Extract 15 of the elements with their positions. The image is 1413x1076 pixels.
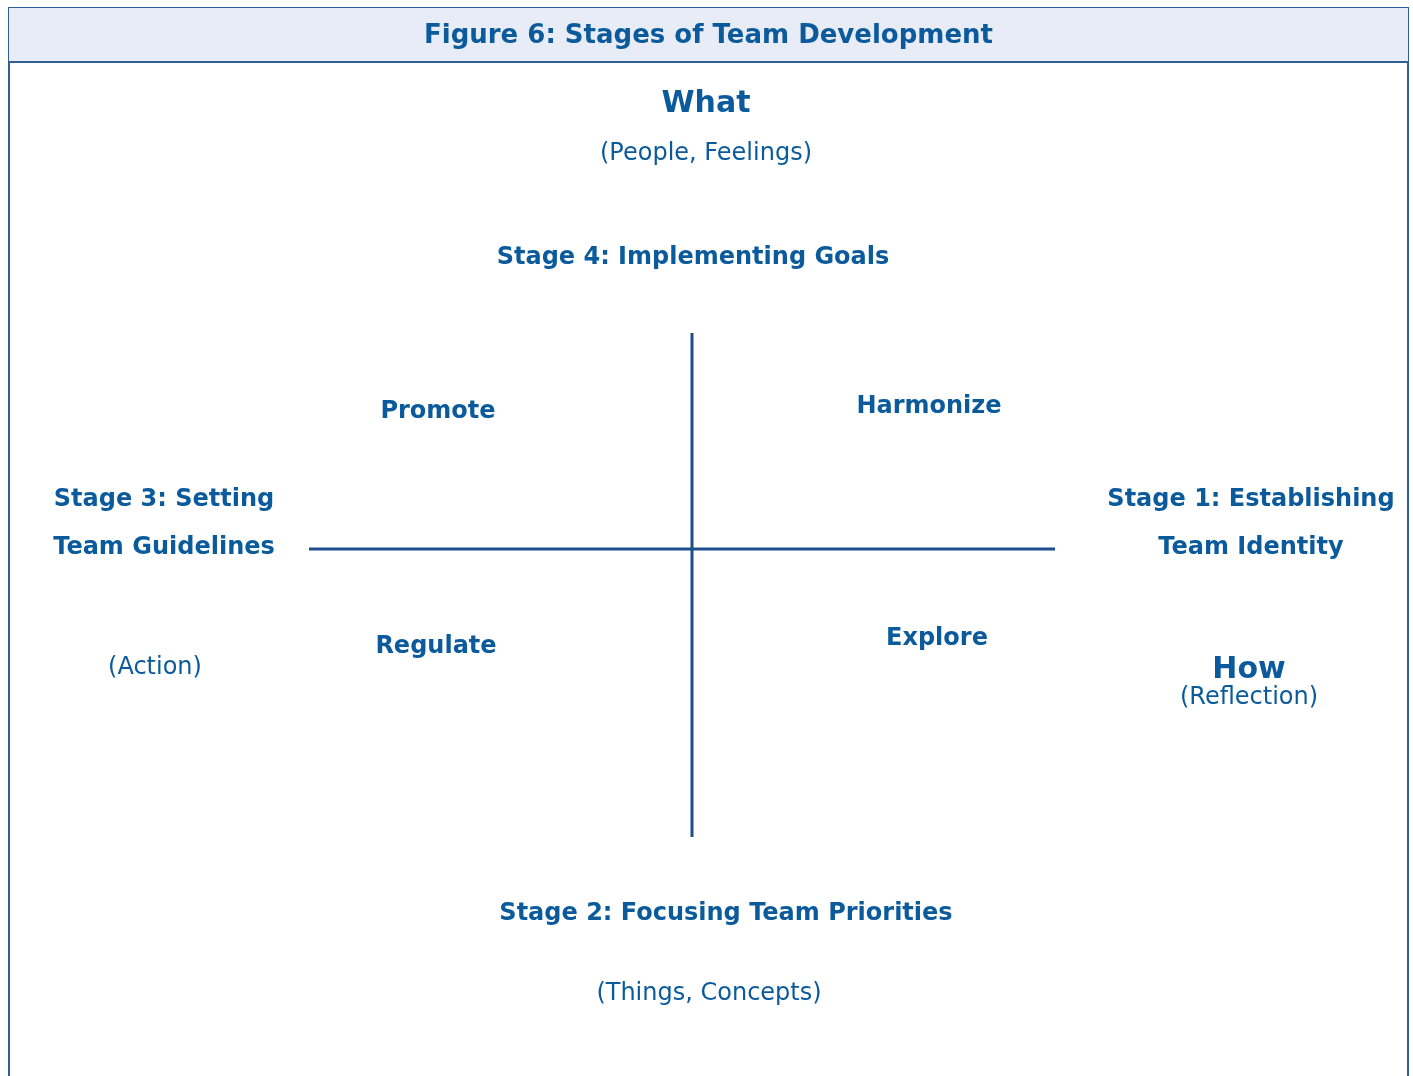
axis-subheading: (People, Feelings) <box>600 138 812 166</box>
quadrant-label: Promote <box>380 396 496 424</box>
axis-heading: What <box>661 84 751 119</box>
axis-subheading: (Action) <box>108 652 202 680</box>
stage-label: Stage 3: Setting Team Guidelines <box>53 484 275 560</box>
axis-subheading: (Things, Concepts) <box>596 978 822 1006</box>
stage-label: Stage 1: Establishing Team Identity <box>1107 484 1395 560</box>
title-bar: Figure 6: Stages of Team Development <box>9 8 1408 63</box>
axis-heading: How <box>1212 650 1286 685</box>
stage-label: Stage 2: Focusing Team Priorities <box>499 898 953 926</box>
quadrant-label: Harmonize <box>856 391 1002 419</box>
axis-subheading: (Reflection) <box>1179 682 1319 710</box>
stage-label: Stage 4: Implementing Goals <box>496 242 890 270</box>
quadrant-label: Explore <box>886 623 988 651</box>
quadrant-label: Regulate <box>375 631 497 659</box>
